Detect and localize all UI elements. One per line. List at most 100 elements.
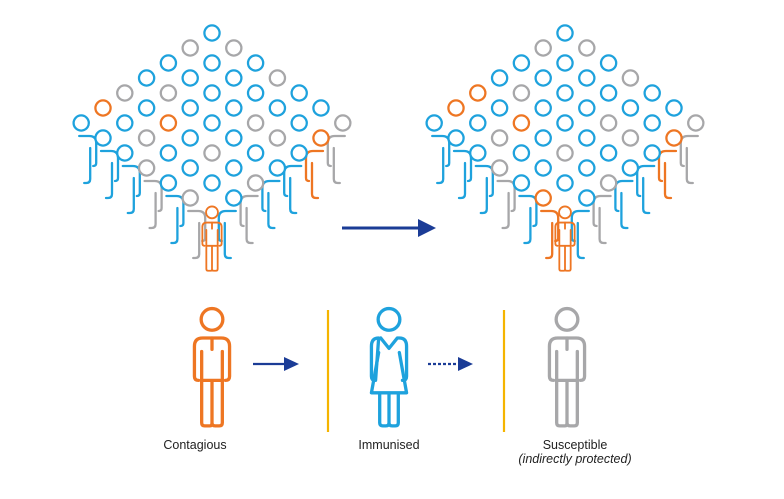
person-head-immunised bbox=[643, 84, 661, 102]
person-head-immunised bbox=[159, 144, 178, 162]
person-head-contagious bbox=[534, 189, 552, 207]
person-head-immunised bbox=[578, 99, 596, 117]
person-head-immunised bbox=[490, 99, 509, 117]
person-body bbox=[474, 164, 494, 215]
person-head-susceptible bbox=[534, 39, 552, 57]
person-head-contagious bbox=[312, 129, 330, 147]
person-head-immunised bbox=[203, 174, 221, 192]
person-head-immunised bbox=[94, 129, 112, 147]
person-head-immunised bbox=[116, 144, 134, 162]
person-body bbox=[657, 149, 678, 200]
person-head-immunised bbox=[203, 24, 221, 42]
person-head-immunised bbox=[137, 99, 156, 117]
person-head-susceptible bbox=[159, 84, 178, 102]
person-body bbox=[592, 194, 612, 245]
person-body bbox=[78, 134, 98, 185]
legend-label-immunised: Immunised bbox=[329, 438, 449, 452]
person-head-susceptible bbox=[137, 159, 156, 177]
legend-label-contagious: Contagious bbox=[145, 438, 245, 452]
person-head-immunised bbox=[225, 129, 243, 147]
person-head-immunised bbox=[159, 174, 178, 192]
person-body bbox=[518, 194, 538, 245]
person-head-immunised bbox=[225, 99, 243, 117]
person-head-immunised bbox=[469, 144, 487, 162]
person-head-immunised bbox=[312, 99, 330, 117]
person-head-susceptible bbox=[181, 189, 199, 207]
person-body bbox=[496, 179, 516, 230]
person-head-immunised bbox=[665, 99, 683, 117]
label-susceptible: Susceptible bbox=[542, 438, 608, 452]
person-head-immunised bbox=[447, 129, 465, 147]
person-head-susceptible bbox=[556, 144, 574, 162]
person-head-immunised bbox=[469, 114, 487, 132]
person-head-susceptible bbox=[599, 114, 618, 132]
person-head-susceptible bbox=[116, 84, 134, 102]
person-head-susceptible bbox=[490, 129, 509, 147]
person-head-susceptible bbox=[599, 174, 618, 192]
person-head-immunised bbox=[225, 69, 243, 87]
person-head-immunised bbox=[268, 159, 287, 177]
person-body bbox=[636, 164, 656, 215]
person-head-susceptible bbox=[512, 84, 531, 102]
person-head-immunised bbox=[621, 159, 640, 177]
legend-figure-contagious bbox=[192, 306, 232, 428]
person-head-immunised bbox=[556, 54, 574, 72]
person-head-immunised bbox=[643, 114, 661, 132]
person-head-immunised bbox=[181, 69, 199, 87]
label-immunised: Immunised bbox=[358, 438, 420, 452]
person-head-immunised bbox=[512, 54, 531, 72]
person-head-immunised bbox=[290, 144, 308, 162]
person-head-susceptible bbox=[621, 69, 640, 87]
person-head-immunised bbox=[556, 84, 574, 102]
person-head-contagious bbox=[512, 114, 531, 132]
person-head-immunised bbox=[225, 159, 243, 177]
person-body bbox=[239, 194, 259, 245]
person-head-immunised bbox=[116, 114, 134, 132]
person-head-immunised bbox=[556, 114, 574, 132]
person-head-immunised bbox=[556, 24, 574, 42]
person-body bbox=[121, 164, 141, 215]
label-susceptible-sub: (indirectly protected) bbox=[518, 452, 632, 466]
person-head-susceptible bbox=[687, 114, 705, 132]
person-head-immunised bbox=[556, 174, 574, 192]
person-head-contagious bbox=[94, 99, 112, 117]
person-head-susceptible bbox=[334, 114, 352, 132]
person-head-immunised bbox=[534, 99, 552, 117]
person-head-immunised bbox=[512, 174, 531, 192]
population-after bbox=[425, 24, 705, 272]
person-body bbox=[99, 149, 120, 200]
person-head-susceptible bbox=[181, 39, 199, 57]
person-head-immunised bbox=[203, 84, 221, 102]
person-head-susceptible bbox=[137, 129, 156, 147]
person-head-immunised bbox=[159, 54, 178, 72]
person-body bbox=[283, 164, 303, 215]
person-head-immunised bbox=[621, 99, 640, 117]
person-head-susceptible bbox=[246, 174, 265, 192]
person-head-immunised bbox=[578, 189, 596, 207]
person-head-immunised bbox=[246, 54, 265, 72]
legend-label-susceptible: Susceptible (indirectly protected) bbox=[495, 438, 655, 466]
person-head-contagious bbox=[469, 84, 487, 102]
person-head-immunised bbox=[578, 159, 596, 177]
person-head-immunised bbox=[246, 84, 265, 102]
person-body bbox=[570, 209, 590, 260]
person-head-immunised bbox=[599, 144, 618, 162]
person-body bbox=[217, 209, 237, 260]
label-contagious: Contagious bbox=[163, 438, 227, 452]
person-head-immunised bbox=[181, 129, 199, 147]
person-body bbox=[143, 179, 163, 230]
person-head-immunised bbox=[181, 99, 199, 117]
person-head-susceptible bbox=[225, 39, 243, 57]
person-head-immunised bbox=[290, 114, 308, 132]
person-head-susceptible bbox=[490, 159, 509, 177]
person-head-immunised bbox=[512, 144, 531, 162]
population-before bbox=[72, 24, 352, 272]
person-body bbox=[614, 179, 634, 230]
person-head-contagious bbox=[447, 99, 465, 117]
person-head-contagious bbox=[159, 114, 178, 132]
person-body bbox=[326, 134, 346, 185]
person-head-immunised bbox=[490, 69, 509, 87]
person-head-immunised bbox=[599, 54, 618, 72]
person-head-immunised bbox=[246, 144, 265, 162]
